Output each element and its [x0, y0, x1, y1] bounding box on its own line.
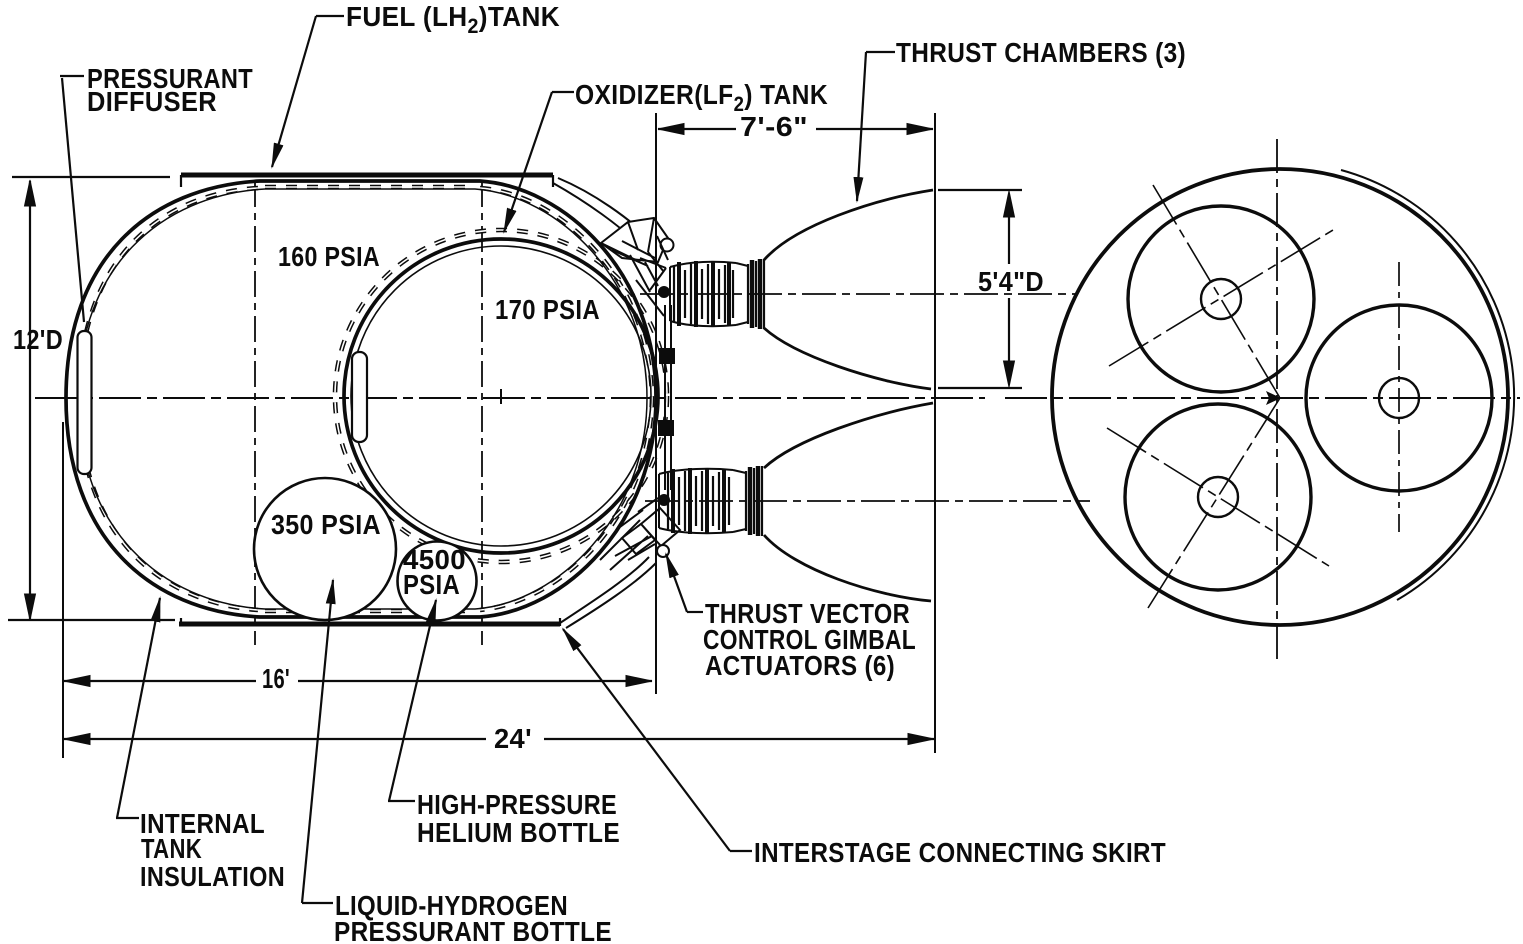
svg-text:HIGH-PRESSURE: HIGH-PRESSURE [417, 789, 617, 820]
svg-text:350 PSIA: 350 PSIA [271, 509, 381, 540]
svg-text:ACTUATORS (6): ACTUATORS (6) [705, 650, 895, 681]
svg-text:HELIUM BOTTLE: HELIUM BOTTLE [417, 817, 620, 848]
svg-text:FUEL (LH2)TANK: FUEL (LH2)TANK [346, 1, 560, 38]
svg-text:INTERSTAGE CONNECTING SKIRT: INTERSTAGE CONNECTING SKIRT [754, 837, 1166, 868]
svg-text:CONTROL GIMBAL: CONTROL GIMBAL [703, 624, 916, 655]
svg-text:4500: 4500 [403, 544, 466, 575]
svg-text:TANK: TANK [141, 833, 202, 864]
svg-text:170 PSIA: 170 PSIA [495, 294, 600, 325]
svg-text:160 PSIA: 160 PSIA [278, 241, 380, 272]
svg-text:DIFFUSER: DIFFUSER [87, 86, 217, 117]
svg-text:THRUST CHAMBERS (3): THRUST CHAMBERS (3) [896, 37, 1186, 68]
svg-text:7'-6": 7'-6" [740, 111, 808, 142]
svg-text:24': 24' [494, 723, 532, 754]
svg-text:INSULATION: INSULATION [140, 861, 285, 892]
svg-text:INTERNAL: INTERNAL [140, 808, 265, 839]
svg-text:5'4"D: 5'4"D [978, 266, 1044, 297]
svg-text:LIQUID-HYDROGEN: LIQUID-HYDROGEN [335, 890, 568, 921]
svg-text:PRESSURANT BOTTLE: PRESSURANT BOTTLE [334, 916, 612, 944]
svg-text:12'D: 12'D [13, 324, 63, 355]
svg-text:OXIDIZER(LF2) TANK: OXIDIZER(LF2) TANK [575, 79, 828, 116]
svg-text:16': 16' [262, 663, 290, 694]
svg-text:PRESSURANT: PRESSURANT [87, 63, 253, 94]
svg-text:PSIA: PSIA [403, 569, 460, 600]
svg-text:THRUST VECTOR: THRUST VECTOR [705, 598, 910, 629]
